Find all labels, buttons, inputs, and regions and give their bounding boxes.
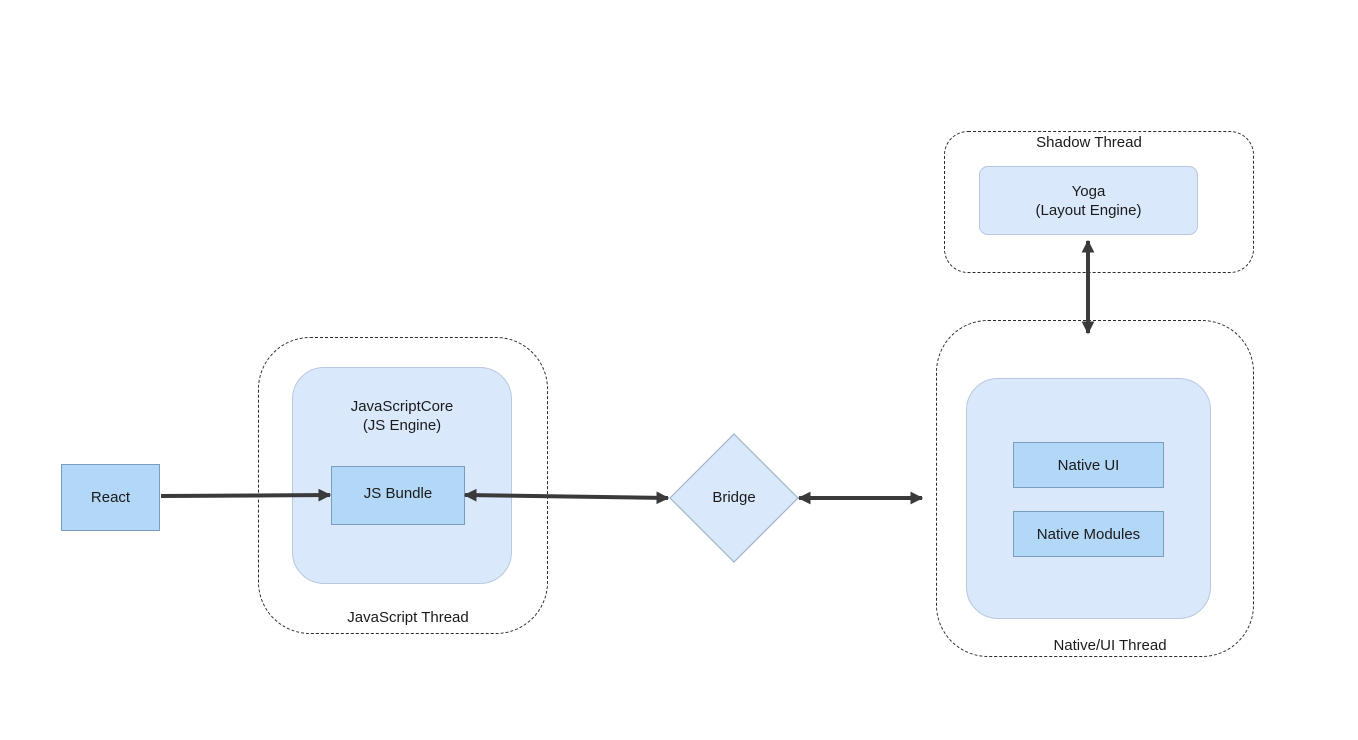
javascriptcore-title: JavaScriptCore <box>350 398 454 415</box>
react-box: React <box>61 464 160 531</box>
native-ui-box: Native UI <box>1013 442 1164 488</box>
yoga-title: Yoga <box>1071 182 1106 200</box>
yoga-subtitle: (Layout Engine) <box>1035 201 1142 219</box>
bridge-label: Bridge <box>712 489 756 506</box>
native-ui-thread-container <box>936 320 1254 657</box>
yoga-layout-engine: Yoga (Layout Engine) <box>979 166 1198 235</box>
native-modules-box: Native Modules <box>1013 511 1164 557</box>
javascript-thread-container <box>258 337 548 634</box>
bridge-diamond <box>669 433 799 563</box>
native-platform-area <box>966 378 1211 619</box>
javascript-thread-label: JavaScript Thread <box>347 609 469 626</box>
native-ui-thread-label: Native/UI Thread <box>1053 637 1167 654</box>
js-bundle-box: JS Bundle <box>331 466 465 525</box>
shadow-thread-container <box>944 131 1254 273</box>
shadow-thread-label: Shadow Thread <box>1036 134 1142 151</box>
javascriptcore-subtitle: (JS Engine) <box>362 417 442 434</box>
